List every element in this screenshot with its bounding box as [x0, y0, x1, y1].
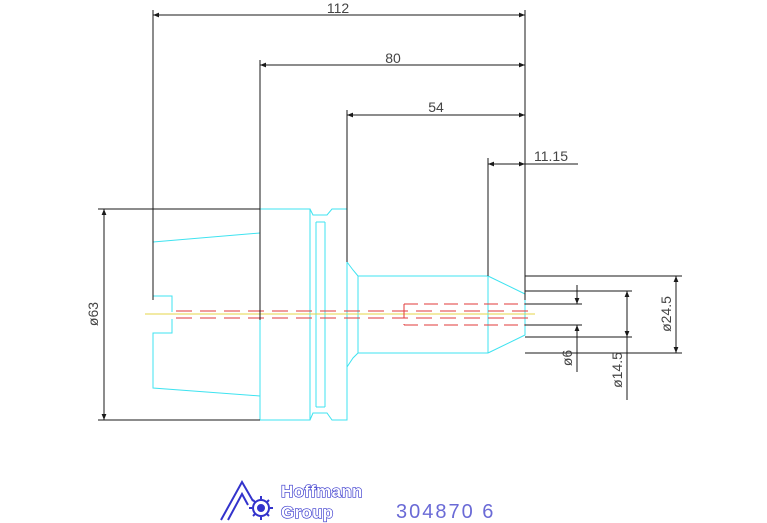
hoffmann-logo-icon: [220, 479, 273, 521]
dim-label-d6: ø6: [559, 350, 575, 367]
part-number: 304870 6: [396, 501, 495, 523]
dim-label-112: 112: [327, 0, 350, 16]
dimension-labels: 112 80 54 11.15 ø63 ø24.5 ø14.5 ø6: [85, 0, 674, 388]
dim-label-11-15: 11.15: [534, 148, 568, 164]
dimension-lines: [98, 10, 682, 421]
shank-outline: [357, 275, 489, 354]
dim-label-54: 54: [428, 99, 444, 115]
brand-name-line2: Group: [281, 503, 334, 522]
dim-label-d14-5: ø14.5: [609, 352, 625, 388]
brand-name-line1: Hoffmann: [281, 482, 363, 501]
centerline-group: [145, 303, 535, 326]
dim-label-d63: ø63: [85, 302, 101, 326]
dim-label-d24-5: ø24.5: [658, 296, 674, 332]
bore-hidden-outline: [403, 303, 525, 326]
brand-logo: Hoffmann Group 304870 6: [220, 479, 495, 523]
neck-outline: [346, 261, 359, 368]
dim-label-80: 80: [385, 50, 401, 66]
